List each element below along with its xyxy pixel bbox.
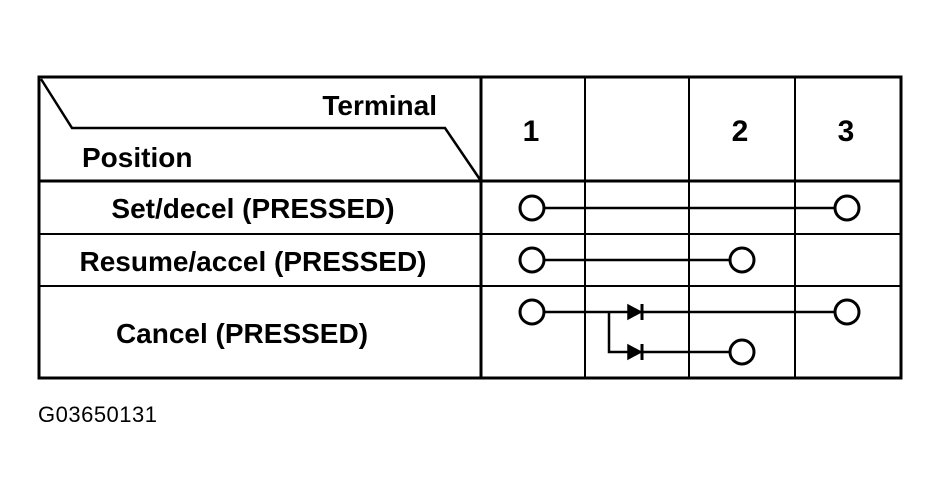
diode-symbol-bottom [627, 343, 644, 361]
table-grid [37, 75, 903, 380]
row-label-cancel: Cancel (PRESSED) [116, 318, 368, 349]
continuity-set-decel [518, 194, 861, 222]
position-header-label: Position [82, 142, 192, 173]
diode-triangle [627, 343, 643, 361]
table-border [37, 75, 903, 380]
terminal-node-3 [833, 298, 861, 326]
row-label-set-decel: Set/decel (PRESSED) [111, 193, 394, 224]
continuity-resume-accel [518, 246, 756, 274]
figure-id: G03650131 [38, 402, 158, 427]
diode-triangle [627, 303, 643, 321]
terminal-node-2 [728, 338, 756, 366]
terminal-number-2: 2 [732, 115, 749, 148]
terminal-node-1 [518, 194, 546, 222]
terminal-header-label: Terminal [322, 90, 437, 121]
row-label-resume-accel: Resume/accel (PRESSED) [79, 246, 426, 277]
terminal-node-1 [518, 246, 546, 274]
terminal-node-1 [518, 298, 546, 326]
terminal-number-1: 1 [523, 115, 540, 148]
continuity-cancel [518, 298, 861, 366]
diode-symbol-top [627, 303, 644, 321]
terminal-node-3 [833, 194, 861, 222]
terminal-number-3: 3 [838, 115, 855, 148]
branch-line-to-2 [607, 312, 729, 354]
header-diagonal-separator [39, 78, 483, 182]
terminal-node-2 [728, 246, 756, 274]
